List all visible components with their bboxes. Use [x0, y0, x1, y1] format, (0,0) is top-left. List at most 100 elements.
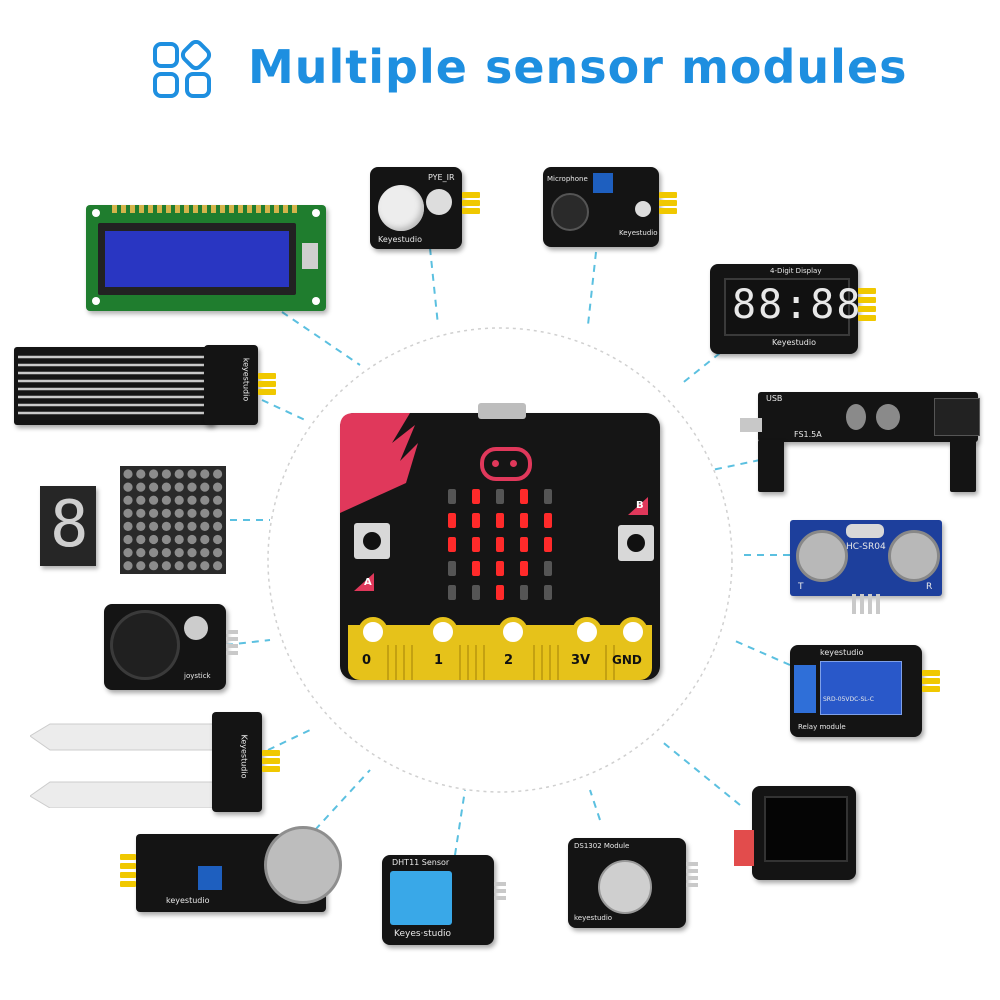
dht11-brand-label: Keyes·studio	[394, 929, 452, 939]
lcd-module	[86, 205, 326, 311]
matrix-dot	[174, 508, 184, 518]
matrix-dot	[136, 534, 146, 545]
relay-model-label: SRD-05VDC-SL-C	[823, 696, 874, 703]
microphone-label: Microphone	[547, 175, 588, 183]
matrix-dot	[149, 521, 159, 531]
matrix-dot	[149, 561, 159, 571]
button-b-marker-icon	[628, 497, 648, 515]
usb-port	[478, 403, 526, 419]
power-left-leg	[758, 440, 784, 492]
matrix-dot	[187, 482, 197, 492]
power-fuse-label: FS1.5A	[794, 430, 822, 439]
soil-moisture-module: Keyestudio	[30, 712, 290, 812]
microbit-logo-icon	[480, 447, 532, 481]
matrix-dot	[187, 521, 197, 531]
button-a[interactable]	[354, 523, 390, 559]
gas-brand-label: keyestudio	[166, 896, 210, 905]
edge-connector: 0 1 2 3V GND	[348, 617, 652, 680]
matrix-dot	[136, 548, 146, 558]
relay-pins	[922, 670, 940, 692]
button-a-marker-icon	[354, 573, 374, 591]
matrix-dot	[123, 508, 133, 518]
lcd-screen	[105, 231, 289, 287]
matrix-dot	[174, 495, 184, 505]
matrix-dot	[136, 495, 146, 505]
pir-module: PYE_IR Keyestudio	[370, 167, 462, 249]
joystick-label: joystick	[184, 672, 211, 680]
pir-label: PYE_IR	[428, 173, 455, 182]
soil-brand-label: Keyestudio	[239, 734, 249, 779]
seven-segment-digit: 8	[50, 488, 89, 562]
matrix-dot	[149, 508, 159, 518]
ultrasonic-module: HC-SR04 T R	[790, 520, 942, 596]
modules-logo-icon	[153, 40, 212, 98]
matrix-dot	[174, 521, 184, 531]
microphone-pins	[659, 192, 677, 214]
button-b-label: B	[636, 500, 644, 511]
digit-display-label: 4-Digit Display	[770, 267, 822, 275]
matrix-dot	[213, 521, 223, 531]
matrix-dot	[200, 561, 210, 571]
matrix-dot	[213, 495, 223, 505]
matrix-dot	[149, 482, 159, 492]
microphone-brand-label: Keyestudio	[619, 229, 658, 237]
microbit-board: A B 0 1 2 3V GND	[340, 403, 660, 680]
rtc-brand-label: keyestudio	[574, 914, 613, 922]
matrix-dot	[213, 469, 223, 479]
button-b[interactable]	[618, 525, 654, 561]
relay-module-label: Relay module	[798, 723, 846, 731]
matrix-dot	[200, 548, 210, 558]
matrix-dot	[174, 482, 184, 492]
seven-segment-display: 8	[40, 486, 96, 566]
gas-pins	[120, 854, 136, 887]
matrix-dot	[123, 469, 133, 479]
power-supply-module: USB FS1.5A	[758, 392, 980, 442]
ultrasonic-label: HC-SR04	[846, 542, 886, 552]
dht11-pins	[494, 882, 506, 900]
matrix-dot	[174, 534, 184, 545]
pin-0-label: 0	[362, 653, 372, 668]
rtc-label: DS1302 Module	[574, 842, 630, 850]
microphone-module: Microphone Keyestudio	[543, 167, 659, 247]
relay-brand-label: keyestudio	[820, 648, 864, 657]
matrix-dot	[187, 561, 197, 571]
matrix-dot	[136, 508, 146, 518]
matrix-dot	[187, 534, 197, 545]
oled-module	[752, 786, 856, 880]
matrix-dot	[174, 548, 184, 558]
matrix-dot	[187, 508, 197, 518]
matrix-dot	[149, 534, 159, 545]
pin-1-label: 1	[434, 653, 444, 668]
matrix-dot	[123, 482, 133, 492]
matrix-dot	[149, 495, 159, 505]
matrix-dot	[213, 561, 223, 571]
matrix-dot	[161, 495, 171, 505]
digit-display-brand-label: Keyestudio	[772, 338, 816, 347]
water-sensor-module: keyestudio	[14, 345, 276, 430]
rtc-pins	[686, 862, 698, 887]
joystick-pins	[226, 630, 238, 655]
relay-module: keyestudio SRD-05VDC-SL-C Relay module	[790, 645, 922, 737]
dht11-module: DHT11 Sensor Keyes·studio	[382, 855, 494, 945]
pir-pins	[462, 192, 480, 214]
matrix-dot	[200, 534, 210, 545]
button-a-label: A	[364, 577, 372, 588]
matrix-dot	[161, 469, 171, 479]
pin-gnd-label: GND	[612, 653, 642, 667]
matrix-dot	[213, 482, 223, 492]
pin-3v-label: 3V	[571, 653, 591, 668]
matrix-dot	[161, 482, 171, 492]
matrix-dot	[123, 534, 133, 545]
ultrasonic-t-label: T	[798, 582, 804, 592]
led-matrix	[448, 489, 552, 600]
matrix-dot	[161, 561, 171, 571]
matrix-dot	[200, 495, 210, 505]
matrix-dot	[149, 469, 159, 479]
matrix-dot	[200, 508, 210, 518]
oled-ribbon	[734, 830, 754, 866]
matrix-dot	[136, 482, 146, 492]
matrix-dot	[213, 548, 223, 558]
power-right-leg	[950, 440, 976, 492]
water-brand-label: keyestudio	[241, 357, 251, 402]
matrix-dot	[213, 508, 223, 518]
